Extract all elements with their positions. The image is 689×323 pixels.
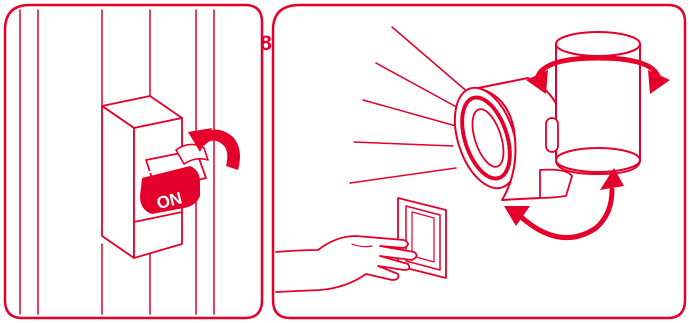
right-panel	[273, 5, 685, 318]
left-panel: ON	[5, 5, 262, 318]
hand-pressing-switch	[276, 236, 417, 292]
step-number: 8	[260, 32, 272, 55]
spot-housing	[546, 32, 640, 174]
light-rays	[350, 27, 470, 183]
